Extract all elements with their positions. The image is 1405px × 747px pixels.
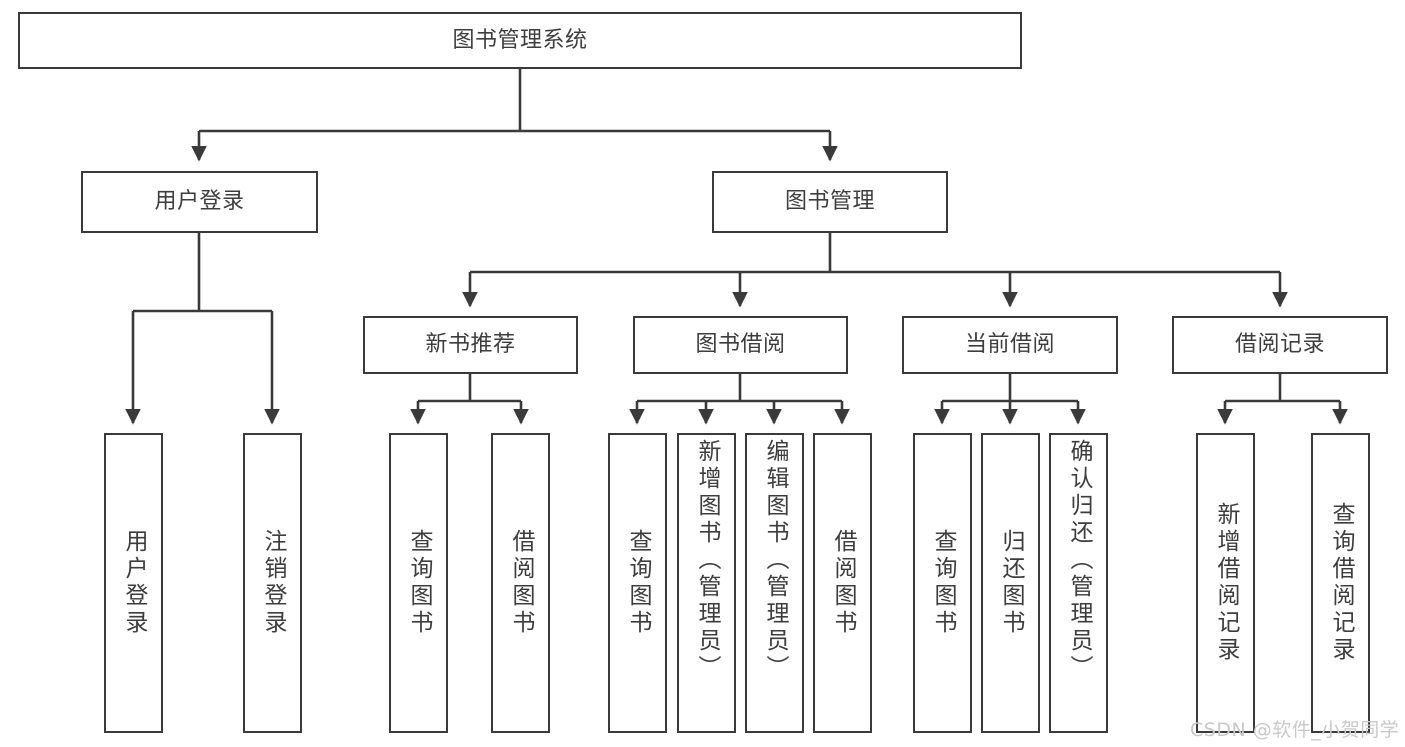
node-borrow-record[interactable]: 借阅记录	[1172, 316, 1388, 374]
node-user-login-label: 用户登录	[154, 189, 245, 215]
leaf-query-book-borrow-label: 查询图书	[625, 529, 651, 637]
node-borrow-record-label: 借阅记录	[1234, 332, 1325, 358]
node-current-borrow-label: 当前借阅	[964, 332, 1055, 358]
node-user-login[interactable]: 用户登录	[81, 171, 318, 233]
leaf-add-book-admin-label: 新增图书（管理员）	[694, 439, 720, 682]
leaf-add-book-admin[interactable]: 新增图书（管理员）	[677, 433, 736, 733]
leaf-add-borrow-record-label: 新增借阅记录	[1213, 502, 1239, 664]
leaf-user-login-label: 用户登录	[121, 529, 147, 637]
leaf-query-book-new-label: 查询图书	[406, 529, 432, 637]
leaf-query-borrow-record-label: 查询借阅记录	[1328, 502, 1354, 664]
leaf-edit-book-admin-label: 编辑图书（管理员）	[762, 439, 788, 682]
node-book-management-label: 图书管理	[784, 189, 875, 215]
node-root-label: 图书管理系统	[452, 27, 588, 53]
node-root[interactable]: 图书管理系统	[18, 12, 1022, 69]
leaf-borrow-book-borrow[interactable]: 借阅图书	[813, 433, 872, 733]
leaf-confirm-return-admin-label: 确认归还（管理员）	[1066, 439, 1092, 682]
leaf-borrow-book-new[interactable]: 借阅图书	[491, 433, 550, 733]
leaf-borrow-book-new-label: 借阅图书	[508, 529, 534, 637]
leaf-query-book-current[interactable]: 查询图书	[913, 433, 972, 733]
node-new-book-recommend-label: 新书推荐	[425, 332, 516, 358]
leaf-query-book-borrow[interactable]: 查询图书	[608, 433, 667, 733]
leaf-edit-book-admin[interactable]: 编辑图书（管理员）	[745, 433, 804, 733]
leaf-return-book-label: 归还图书	[998, 529, 1024, 637]
leaf-logout[interactable]: 注销登录	[243, 433, 302, 733]
node-new-book-recommend[interactable]: 新书推荐	[363, 316, 578, 374]
leaf-query-book-new[interactable]: 查询图书	[389, 433, 448, 733]
leaf-confirm-return-admin[interactable]: 确认归还（管理员）	[1049, 433, 1108, 733]
leaf-borrow-book-borrow-label: 借阅图书	[830, 529, 856, 637]
node-book-management[interactable]: 图书管理	[712, 171, 948, 233]
leaf-user-login[interactable]: 用户登录	[104, 433, 163, 733]
node-book-borrow[interactable]: 图书借阅	[633, 316, 848, 374]
leaf-query-book-current-label: 查询图书	[930, 529, 956, 637]
leaf-query-borrow-record[interactable]: 查询借阅记录	[1311, 433, 1370, 733]
csdn-watermark: CSDN @软件_小贺同学	[1190, 719, 1400, 741]
node-book-borrow-label: 图书借阅	[695, 332, 786, 358]
leaf-logout-label: 注销登录	[260, 529, 286, 637]
leaf-return-book[interactable]: 归还图书	[981, 433, 1040, 733]
node-current-borrow[interactable]: 当前借阅	[902, 316, 1118, 374]
leaf-add-borrow-record[interactable]: 新增借阅记录	[1196, 433, 1255, 733]
